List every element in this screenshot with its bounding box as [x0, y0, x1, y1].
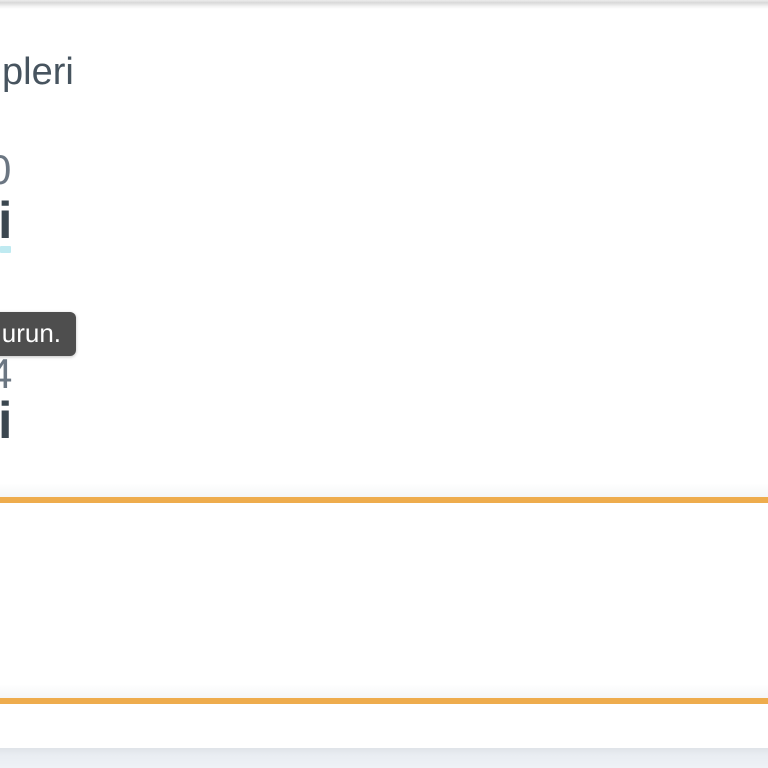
- navbar-bottom-shadow: [0, 0, 768, 9]
- teal-link-fragment[interactable]: [0, 246, 11, 253]
- stat-label-link[interactable]: i: [0, 392, 13, 450]
- hover-tooltip: urun.: [0, 312, 76, 356]
- summary-card-3: [0, 704, 768, 748]
- stat-label-link[interactable]: i: [0, 192, 13, 250]
- stat-value: 4: [0, 350, 13, 397]
- card-gap-shadow: [0, 684, 768, 698]
- card-title: pleri: [2, 51, 74, 93]
- card-gap-shadow: [0, 483, 768, 497]
- summary-card-2: 00 i: [0, 503, 768, 695]
- page-background: [0, 748, 768, 768]
- card-accent-border: [0, 497, 768, 503]
- card-accent-border: [0, 698, 768, 704]
- stat-value: 0: [0, 149, 11, 191]
- summary-card-1: pleri 0 i 4 i: [0, 9, 768, 490]
